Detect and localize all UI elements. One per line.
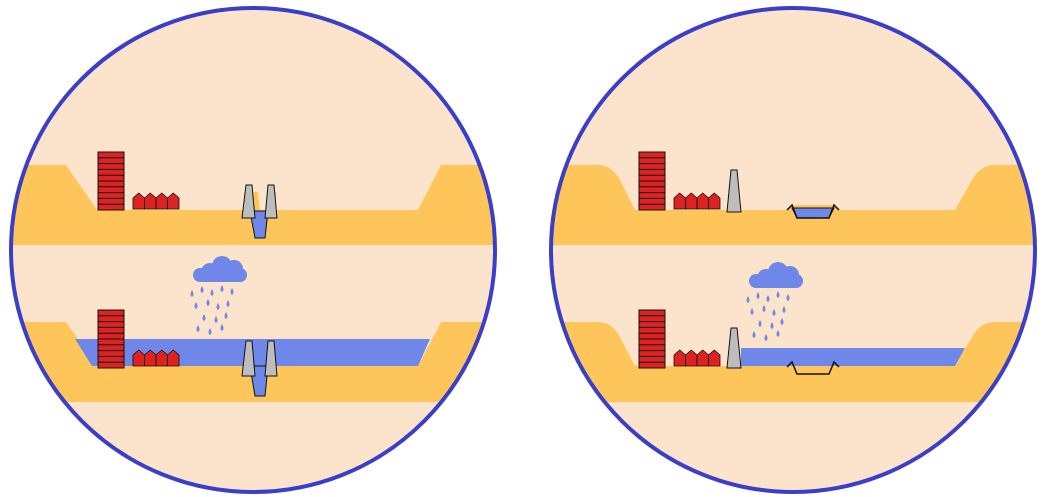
tower-block-icon [98, 152, 124, 210]
panel-right [540, 8, 1045, 492]
tower-block-icon [639, 152, 665, 210]
channel-water [792, 208, 834, 218]
panel-left [0, 8, 520, 492]
cloud-base [753, 278, 801, 288]
flood-water [741, 348, 965, 366]
tower-block-icon [98, 310, 124, 368]
panel-right-disc [551, 8, 1035, 492]
tower-block-icon [639, 310, 665, 368]
panel-left-disc [11, 8, 495, 492]
cloud-base [197, 272, 245, 282]
